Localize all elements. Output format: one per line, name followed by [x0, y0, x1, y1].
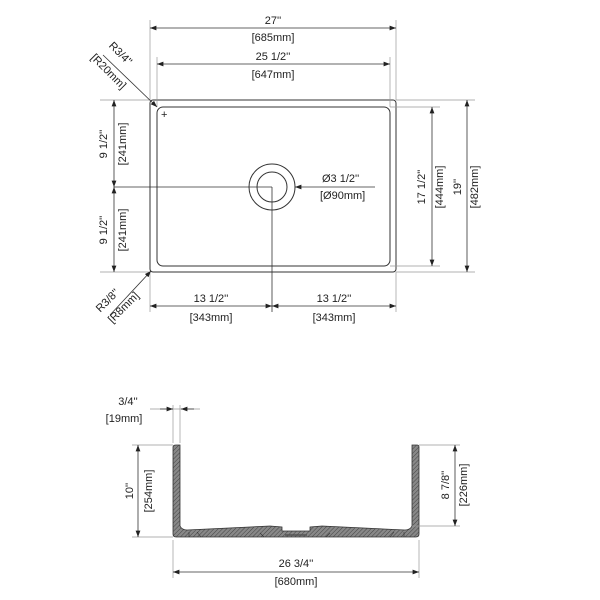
drain-mm: [Ø90mm] — [320, 190, 365, 202]
sink-section — [172, 444, 420, 538]
wall-thickness-mm: [19mm] — [106, 413, 143, 425]
leader-outer-radius — [109, 270, 152, 316]
side-view: 3/4'' [19mm] 10'' [254mm] 8 7/8'' [226mm… — [106, 396, 470, 588]
sink-inner-outline — [156, 106, 391, 267]
half-width-right-mm: [343mm] — [313, 312, 356, 324]
half-depth-bottom-mm: [241mm] — [117, 209, 129, 252]
side-width-mm: [680mm] — [275, 576, 318, 588]
inner-depth-in: 17 1/2'' — [416, 170, 428, 205]
inner-width-mm: [647mm] — [252, 69, 295, 81]
inner-width-in: 25 1/2'' — [256, 51, 291, 63]
half-depth-top-in: 9 1/2'' — [98, 130, 110, 159]
overall-depth-mm: [482mm] — [469, 166, 481, 209]
overall-depth-in: 19'' — [452, 179, 464, 195]
bowl-depth-in: 8 7/8'' — [440, 471, 452, 500]
leader-inner-radius — [102, 54, 158, 108]
height-mm: [254mm] — [143, 470, 155, 513]
half-width-right-in: 13 1/2'' — [317, 293, 352, 305]
half-width-left-mm: [343mm] — [190, 312, 233, 324]
bowl-depth-mm: [226mm] — [458, 464, 470, 507]
inner-depth-mm: [444mm] — [434, 166, 446, 209]
top-view: + 27'' [685mm] 25 1/2'' [647mm] R3/4'' [… — [88, 15, 481, 326]
overall-width-mm: [685mm] — [252, 32, 295, 44]
height-in: 10'' — [124, 483, 136, 499]
overall-width-in: 27'' — [265, 15, 281, 27]
half-width-left-in: 13 1/2'' — [194, 293, 229, 305]
wall-thickness-in: 3/4'' — [118, 396, 138, 408]
corner-mark: + — [161, 109, 167, 121]
half-depth-top-mm: [241mm] — [117, 123, 129, 166]
drain-in: Ø3 1/2'' — [322, 173, 359, 185]
sink-outer-outline — [149, 99, 397, 273]
half-depth-bottom-in: 9 1/2'' — [98, 216, 110, 245]
inner-radius-in: R3/4'' — [106, 40, 134, 68]
side-width-in: 26 3/4'' — [279, 558, 314, 570]
